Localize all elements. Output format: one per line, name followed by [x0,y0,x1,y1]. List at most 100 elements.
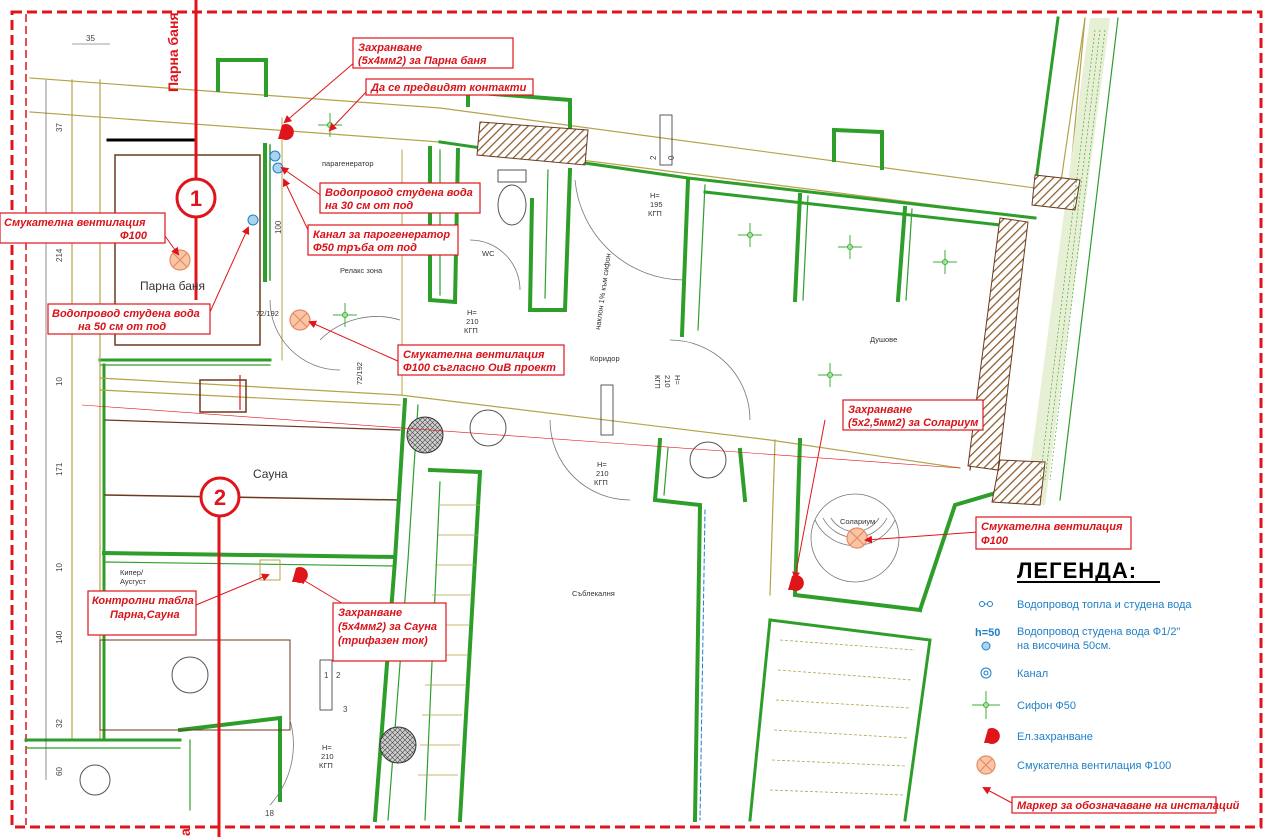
legend-item-ventilation: Смукателна вентилация Ф100 [1017,760,1171,772]
callout-cold-water-50: Водопровод студена вода на 50 см от под [47,303,211,335]
legend-item-power: Ел.захранване [1017,731,1093,743]
axis-bubbles [175,177,241,518]
svg-text:Смукателна вентилация: Смукателна вентилация [4,217,146,229]
axis-bottom-label: а [177,828,193,836]
svg-text:H=: H= [467,308,477,317]
axis-2-label: 2 [214,485,226,510]
svg-text:КГП: КГП [653,375,662,389]
svg-text:Ф100: Ф100 [120,230,148,242]
svg-text:(5х2,5мм2) за Солариум: (5х2,5мм2) за Солариум [848,417,978,429]
room-steam-bath: Парна баня [140,279,205,293]
dim-top: 35 [86,34,95,43]
svg-text:на 50 см от под: на 50 см от под [78,321,166,333]
svg-text:195: 195 [650,200,663,209]
svg-text:Захранване: Захранване [338,607,402,619]
dim-0: 0 [667,155,676,160]
svg-text:Ф100 съгласно ОиВ проект: Ф100 съгласно ОиВ проект [403,362,556,374]
svg-text:Смукателна вентилация: Смукателна вентилация [981,521,1123,533]
dim-left-2: 214 [55,248,64,262]
svg-text:210: 210 [596,469,609,478]
svg-text:H=: H= [673,375,682,385]
steam-generator-label: парагенератор [322,159,374,168]
legend: ЛЕГЕНДА: Водопровод топла и студена вода… [972,558,1240,814]
svg-text:КГП: КГП [648,209,662,218]
callout-control-panels: Контролни табла Парна,Сауна [87,590,197,636]
svg-text:Захранване: Захранване [358,42,422,54]
svg-text:Парна,Сауна: Парна,Сауна [110,609,180,621]
drawing-frame [10,10,1263,829]
dimension-labels: 35 37 214 10 171 10 140 32 60 100 18 2 0… [45,34,676,818]
svg-text:210: 210 [466,317,479,326]
svg-text:Контролни табла: Контролни табла [92,595,194,607]
axis-bubble-1 [175,177,217,219]
legend-item-channel: Канал [1017,668,1048,680]
dim-left-4: 171 [55,462,64,476]
svg-text:Канал за парогенератор: Канал за парогенератор [313,229,450,241]
dim-18: 18 [265,809,274,818]
callout-sauna-power: Захранване (5х4мм2) за Сауна (трифазен т… [332,602,447,662]
outer-strip [1039,29,1106,481]
callout-sockets: Да се предвидят контакти [365,78,534,96]
dim-2b: 2 [336,671,341,680]
svg-text:72/192: 72/192 [355,362,364,385]
room-kiper-2: Аусгуст [120,577,146,586]
svg-text:на 30 см от под: на 30 см от под [325,200,413,212]
svg-text:H=: H= [597,460,607,469]
legend-item-cold-water-l2: на височина 50см. [1017,640,1111,652]
svg-text:Водопровод студена вода: Водопровод студена вода [52,308,200,320]
svg-text:Водопровод студена вода: Водопровод студена вода [325,187,473,199]
callout-steam-power: Захранване (5х4мм2) за Парна баня [352,37,514,69]
svg-text:H=: H= [650,191,660,200]
svg-text:Захранване: Захранване [848,404,912,416]
dim-left-6: 140 [55,630,64,644]
dim-1: 1 [324,671,329,680]
room-kiper-1: Кипер/ [120,568,144,577]
legend-cold-water-icon [981,641,991,651]
room-wc: WC [482,249,495,258]
svg-text:Ф50 тръба от под: Ф50 тръба от под [313,242,417,254]
dim-3: 3 [343,705,348,714]
axis-1-label: 1 [190,186,202,211]
callout-vent-solarium: Смукателна вентилация Ф100 [975,516,1132,550]
svg-text:КГП: КГП [464,326,478,335]
legend-title: ЛЕГЕНДА: [1017,558,1137,583]
bench-slats [418,504,916,796]
dim-2a: 2 [649,155,658,160]
legend-item-siphon: Сифон Ф50 [1017,700,1076,712]
room-sauna: Сауна [253,467,288,481]
room-solarium: Солариум [840,517,875,526]
svg-text:H=: H= [322,743,332,752]
room-showers: Душове [870,335,897,344]
svg-text:(трифазен ток): (трифазен ток) [338,635,428,647]
callout-vent-steam: Смукателна вентилация Ф100 [0,212,166,244]
legend-item-cold-water-l1: Водопровод студена вода Ф1/2" [1017,626,1180,638]
callout-solarium-power: Захранване (5х2,5мм2) за Солариум [842,399,984,431]
svg-text:КГП: КГП [594,478,608,487]
svg-text:Смукателна вентилация: Смукателна вентилация [403,349,545,361]
hatched-walls [476,121,1081,506]
dim-left-3: 10 [55,377,64,386]
svg-text:(5х4мм2) за Парна баня: (5х4мм2) за Парна баня [358,55,487,67]
dim-100: 100 [274,220,283,234]
dim-left-5: 10 [55,563,64,572]
callout-leaders [164,61,979,606]
legend-power-icon [984,727,1000,744]
axis-top-label: Парна баня [165,12,181,92]
svg-text:72/192: 72/192 [256,309,279,318]
legend-siphon-icon [972,691,1000,719]
room-corridor: Коридор [590,354,620,363]
room-changing: Съблекалня [572,589,615,598]
svg-text:Да се предвидят контакти: Да се предвидят контакти [370,82,527,94]
svg-text:наклон 1% към сифон: наклон 1% към сифон [593,253,613,331]
svg-text:210: 210 [663,375,672,388]
axis-bubble-2 [199,476,241,518]
legend-item-marker: Маркер за обозначаване на инсталаций [1017,800,1240,812]
fixtures [79,169,727,796]
dim-left-8: 60 [55,767,64,776]
dim-left-7: 32 [55,719,64,728]
svg-text:КГП: КГП [319,761,333,770]
svg-text:(5х4мм2) за Сауна: (5х4мм2) за Сауна [338,621,437,633]
legend-item-hot-cold-water: Водопровод топла и студена вода [1017,599,1192,611]
callout-steamgen-channel: Канал за парогенератор Ф50 тръба от под [307,224,459,256]
legend-ventilation-icon [976,755,996,775]
